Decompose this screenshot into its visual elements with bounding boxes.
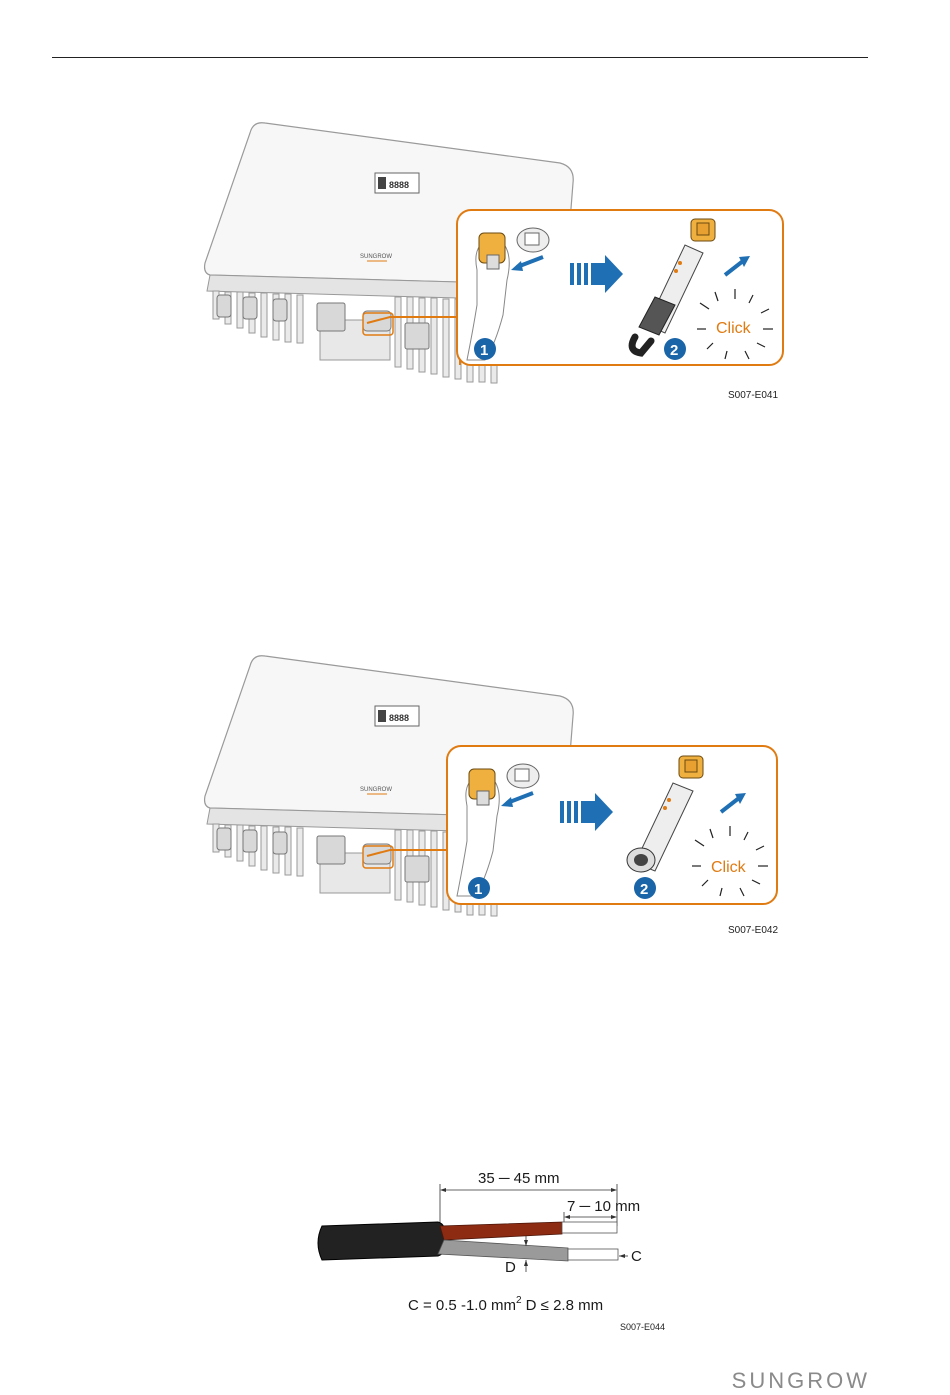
detail-callout: Click 1 2 (457, 210, 783, 365)
cable-strip-diagram: 35 ─ 45 mm 7 ─ 10 mm D C C = 0.5 -1.0 mm… (300, 1160, 680, 1335)
display-text: 8888 (389, 713, 409, 723)
display-text: 8888 (389, 180, 409, 190)
figure-2-code: S007-E042 (728, 925, 778, 936)
label-c: C (631, 1248, 642, 1265)
step-1-number: 1 (480, 342, 488, 359)
step-1-number: 1 (474, 881, 482, 898)
cable-figure-code: S007-E044 (620, 1322, 665, 1332)
cable-spec: C = 0.5 -1.0 mm2 D ≤ 2.8 mm (408, 1295, 603, 1314)
detail-callout: Click 1 2 (447, 746, 777, 904)
footer-brand-logo: SUNGROW (732, 1368, 870, 1394)
step-2-number: 2 (670, 342, 678, 359)
outer-strip-length: 35 ─ 45 mm (478, 1170, 560, 1187)
inverter-logo: SUNGROW (360, 787, 392, 793)
inverter-logo: SUNGROW (360, 254, 392, 260)
inner-strip-length: 7 ─ 10 mm (567, 1198, 640, 1215)
click-label: Click (716, 320, 752, 337)
label-d: D (505, 1259, 516, 1276)
click-label: Click (711, 859, 747, 876)
step-2-number: 2 (640, 881, 648, 898)
figure-2-inverter-connector: 8888 SUNGROW (195, 648, 795, 923)
figure-1-code: S007-E041 (728, 390, 778, 401)
header-rule (52, 57, 868, 58)
figure-1-inverter-connector: 8888 SUNGROW (195, 115, 795, 390)
